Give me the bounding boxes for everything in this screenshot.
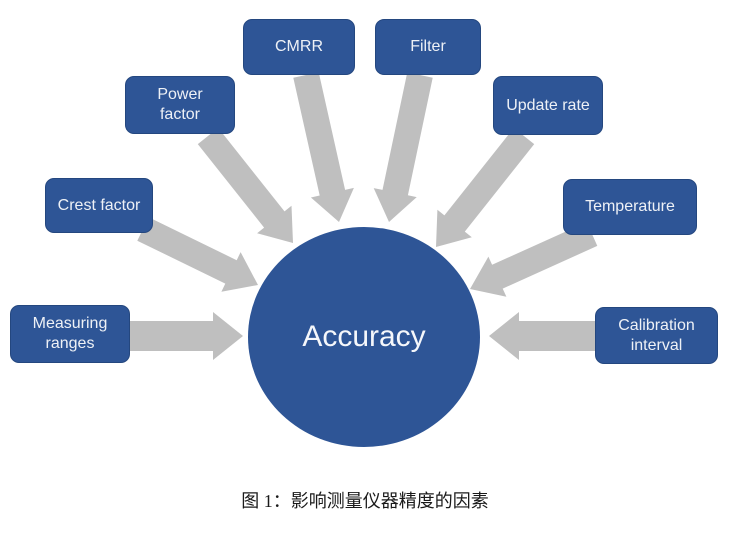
- arrow-from-update-rate: [436, 127, 535, 247]
- arrow-from-measuring-ranges: [130, 312, 243, 360]
- arrows-layer: [130, 72, 598, 360]
- figure-caption: 图 1：影响测量仪器精度的因素: [241, 491, 489, 511]
- factor-label-update-rate: Update rate: [506, 96, 590, 114]
- arrow-from-temperature: [470, 222, 598, 297]
- factor-label-calibration-interval: Calibration interval: [618, 316, 695, 354]
- factor-label-measuring-ranges: Measuring ranges: [32, 315, 108, 352]
- factor-box-cmrr: CMRR: [243, 19, 355, 75]
- accuracy-hub-label: Accuracy: [302, 320, 426, 353]
- arrow-from-filter: [373, 72, 433, 222]
- factor-box-measuring-ranges: Measuring ranges: [10, 305, 130, 363]
- arrow-from-cmrr: [293, 72, 354, 222]
- factor-box-temperature: Temperature: [563, 179, 697, 235]
- arrow-from-calibration-interval: [489, 312, 595, 360]
- factor-box-update-rate: Update rate: [493, 76, 603, 135]
- factor-box-filter: Filter: [375, 19, 481, 75]
- arrow-from-crest-factor: [137, 217, 258, 292]
- factor-label-cmrr: CMRR: [275, 38, 323, 55]
- factor-label-crest-factor: Crest factor: [57, 196, 141, 214]
- factor-box-crest-factor: Crest factor: [45, 178, 153, 233]
- factor-label-temperature: Temperature: [585, 198, 675, 215]
- arrow-from-power-factor: [197, 127, 293, 243]
- factor-label-filter: Filter: [410, 38, 446, 55]
- factor-label-power-factor: Power factor: [157, 86, 203, 123]
- factor-box-power-factor: Power factor: [125, 76, 235, 134]
- factor-box-calibration-interval: Calibration interval: [595, 307, 718, 364]
- accuracy-hub-circle: Accuracy: [248, 227, 480, 447]
